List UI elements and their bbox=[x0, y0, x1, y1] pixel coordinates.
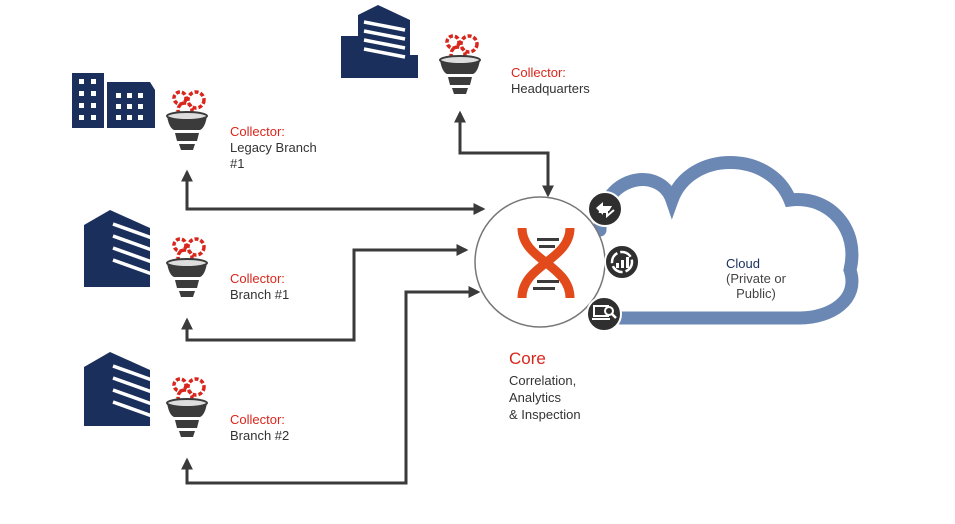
cloud-shape bbox=[593, 156, 859, 325]
building-hq-icon bbox=[341, 5, 418, 78]
core-desc-line1: Correlation, bbox=[509, 373, 577, 388]
cloud-title: Cloud bbox=[726, 256, 760, 271]
collector-name: Headquarters bbox=[511, 81, 590, 96]
connector-branch1 bbox=[181, 244, 469, 342]
collector-label-branch2: Collector: Branch #2 bbox=[230, 412, 289, 444]
collector-name-line2: #1 bbox=[230, 156, 245, 171]
core-desc-line2: Analytics bbox=[509, 390, 562, 405]
dna-icon bbox=[517, 227, 575, 299]
core-description: Correlation, Analytics & Inspection bbox=[509, 372, 581, 423]
laptop-inspect-icon[interactable] bbox=[586, 296, 622, 332]
collector-name-line1: Legacy Branch bbox=[230, 140, 317, 155]
cloud-desc-line1: (Private or bbox=[726, 271, 786, 286]
collector-label-hq: Collector: Headquarters bbox=[511, 65, 590, 97]
core-title: Core bbox=[509, 349, 546, 368]
connector-branch2 bbox=[181, 286, 481, 485]
collector-label-legacy: Collector: Legacy Branch #1 bbox=[230, 124, 317, 172]
collector-title: Collector: bbox=[230, 124, 285, 139]
connector-legacy bbox=[181, 169, 486, 215]
building-branch2-icon bbox=[84, 352, 153, 426]
collector-title: Collector: bbox=[511, 65, 566, 80]
collector-title: Collector: bbox=[230, 412, 285, 427]
collector-funnel-hq-icon[interactable] bbox=[438, 34, 482, 96]
core-desc-line3: & Inspection bbox=[509, 407, 581, 422]
cloud-desc-line2: Public) bbox=[736, 286, 776, 301]
connector-hq bbox=[454, 110, 554, 198]
collector-funnel-branch1-icon[interactable] bbox=[165, 237, 209, 299]
collector-title: Collector: bbox=[230, 271, 285, 286]
collector-label-branch1: Collector: Branch #1 bbox=[230, 271, 289, 303]
collector-funnel-branch2-icon[interactable] bbox=[165, 377, 209, 439]
building-legacy-icon bbox=[72, 73, 155, 128]
exchange-arrows-icon[interactable] bbox=[587, 191, 623, 227]
collector-name: Branch #2 bbox=[230, 428, 290, 443]
analytics-chart-icon[interactable] bbox=[604, 244, 640, 280]
collector-funnel-legacy-icon[interactable] bbox=[165, 90, 209, 152]
cloud-description: (Private or Public) bbox=[716, 271, 796, 301]
building-branch1-icon bbox=[84, 210, 153, 287]
collector-name: Branch #1 bbox=[230, 287, 290, 302]
